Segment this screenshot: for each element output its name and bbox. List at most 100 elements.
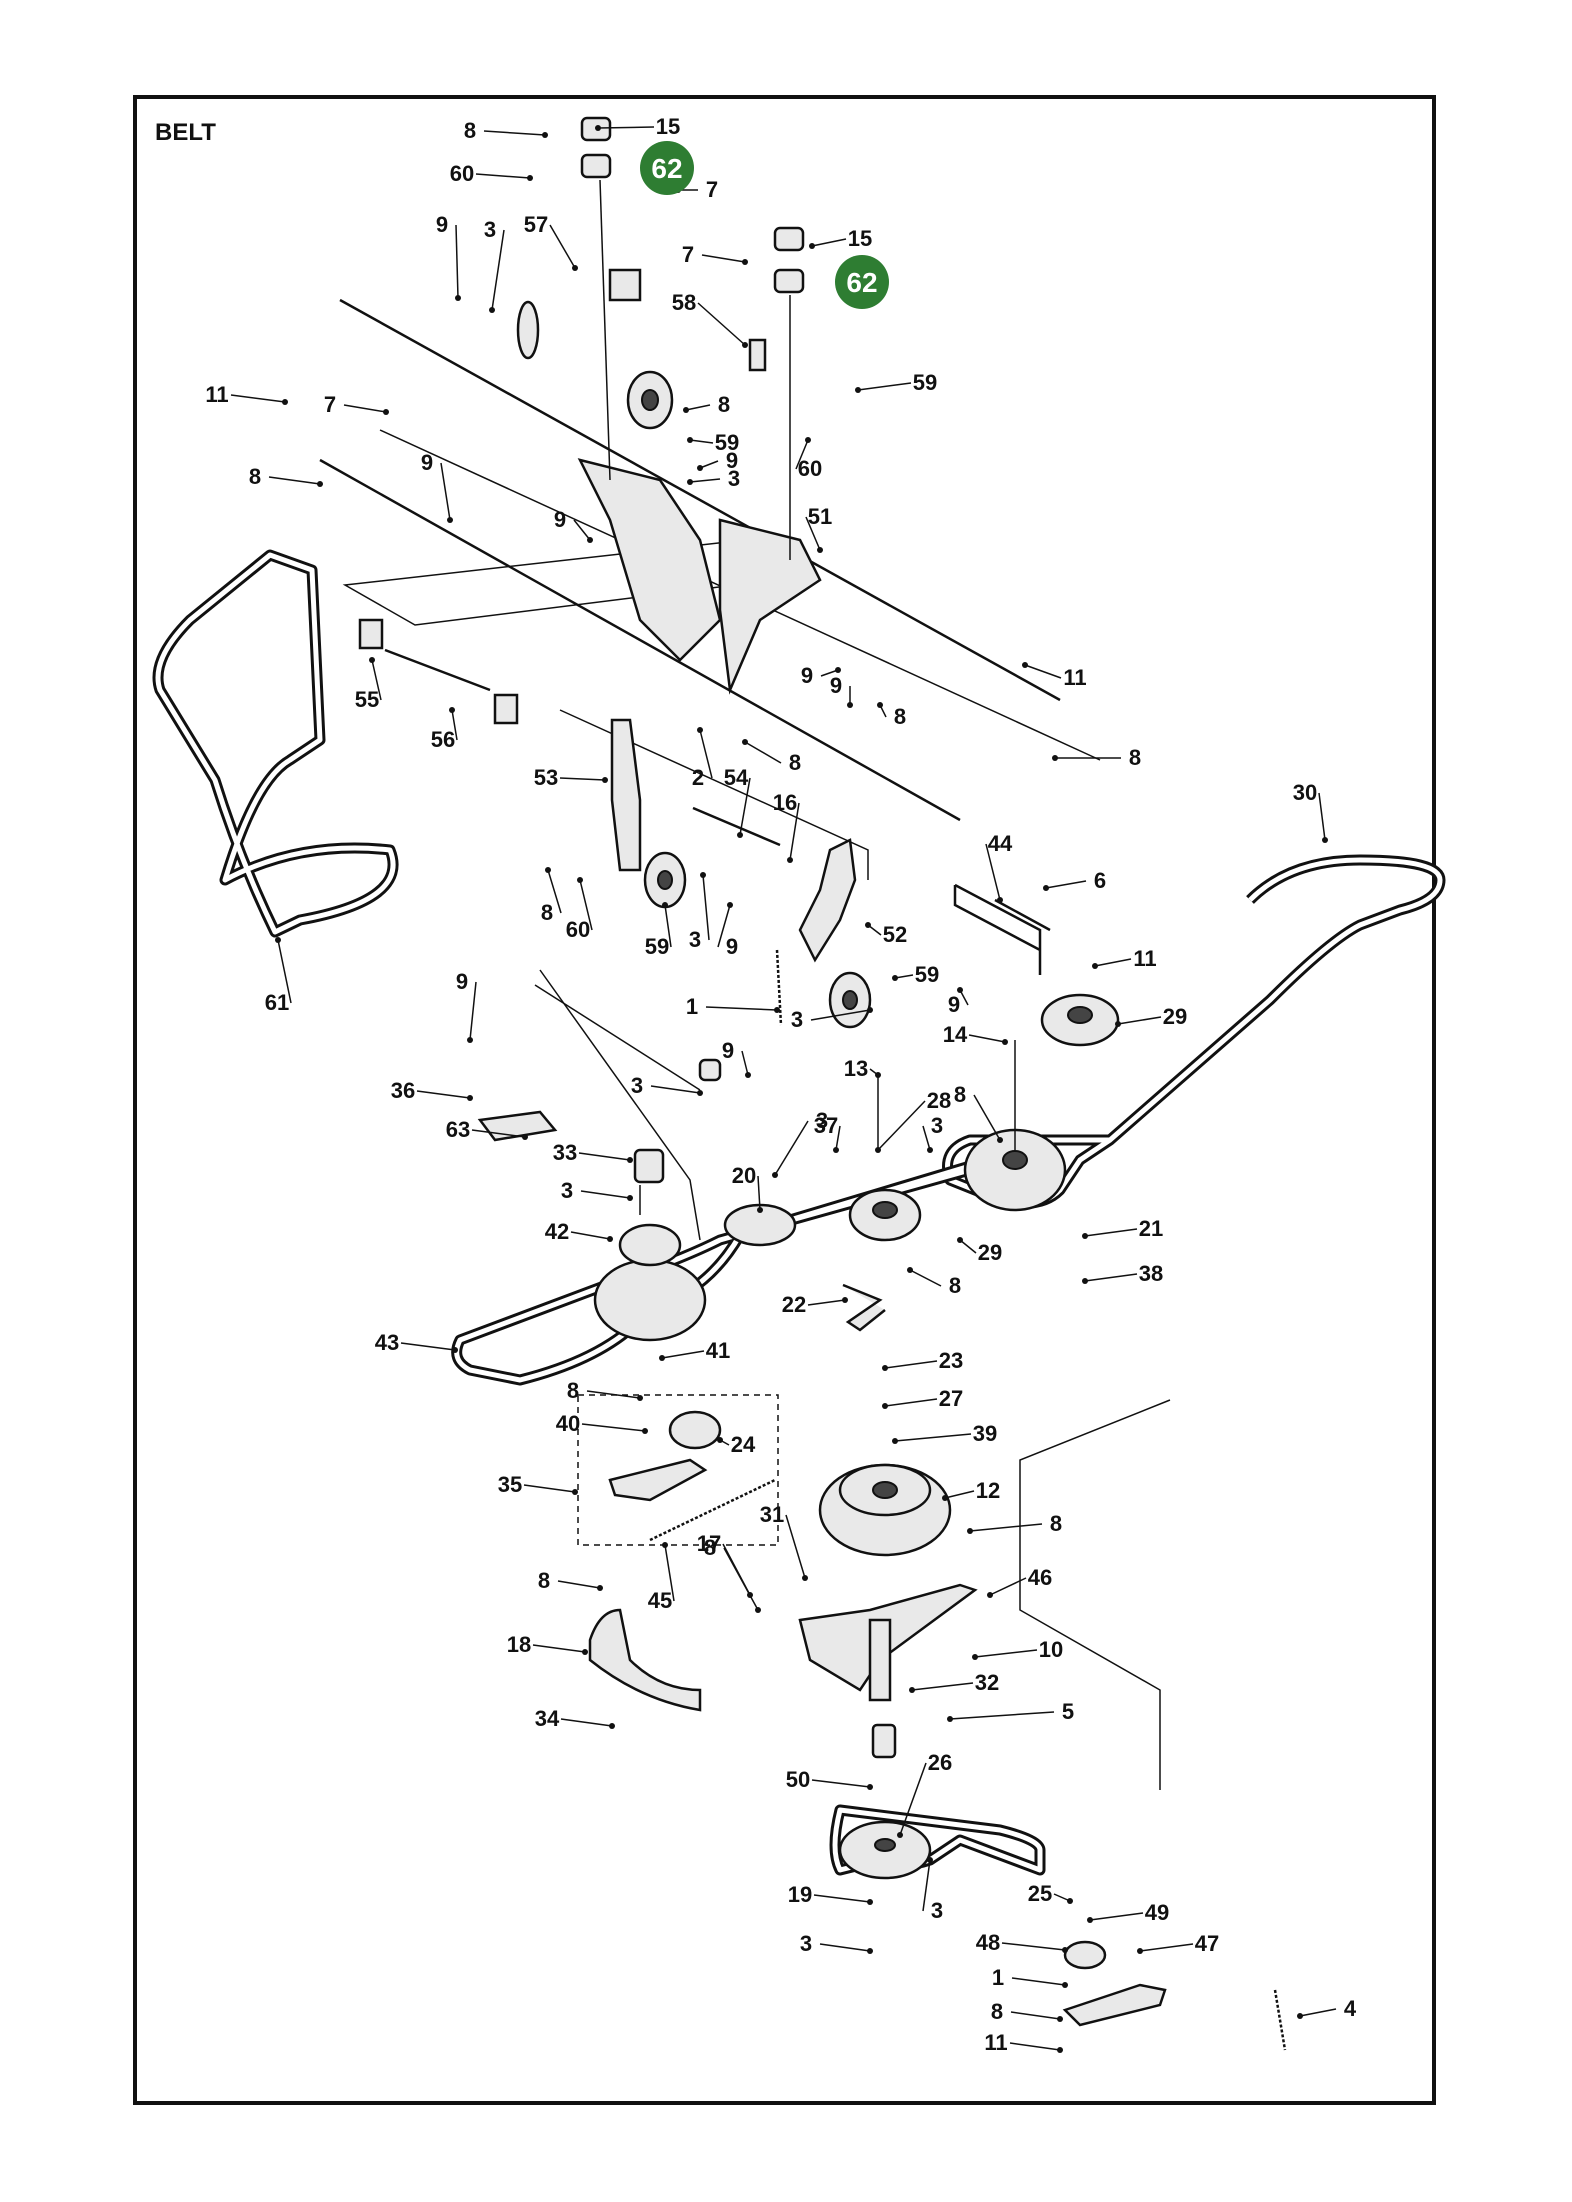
callout-61: 61 bbox=[265, 937, 292, 1015]
callout-label: 6 bbox=[1094, 868, 1106, 893]
leader-end bbox=[957, 1237, 963, 1243]
callout-label: 47 bbox=[1195, 1931, 1219, 1956]
callout-label: 29 bbox=[1163, 1004, 1187, 1029]
callout-8: 8 bbox=[991, 1999, 1063, 2024]
callout-label: 3 bbox=[631, 1073, 643, 1098]
callout-label: 41 bbox=[706, 1338, 730, 1363]
leader-line bbox=[805, 516, 821, 551]
leader-line bbox=[810, 1009, 871, 1021]
spring-46 bbox=[649, 1478, 776, 1542]
leader-line bbox=[699, 460, 719, 469]
leader-line bbox=[922, 1859, 931, 1912]
callout-label: 56 bbox=[431, 727, 455, 752]
leader-line bbox=[685, 404, 711, 411]
leader-end bbox=[867, 1007, 873, 1013]
guard-44 bbox=[953, 883, 1051, 975]
callout-label: 8 bbox=[894, 704, 906, 729]
idler-49 bbox=[1063, 1940, 1107, 1970]
leader-line bbox=[570, 1231, 611, 1240]
callout-37: 37 bbox=[814, 1113, 841, 1153]
callout-label: 35 bbox=[498, 1472, 522, 1497]
leader-line bbox=[922, 1125, 931, 1151]
leader-end bbox=[683, 407, 689, 413]
bracket-upper bbox=[577, 458, 722, 662]
leader-end bbox=[1043, 885, 1049, 891]
callout-label: 9 bbox=[436, 212, 448, 237]
callout-label: 28 bbox=[927, 1088, 951, 1113]
callout-10: 10 bbox=[972, 1637, 1063, 1662]
spring-1-upper bbox=[775, 949, 783, 1026]
arm-39 bbox=[608, 1458, 708, 1502]
callout-label: 15 bbox=[848, 226, 872, 251]
callout-label: 3 bbox=[791, 1007, 803, 1032]
leader-end bbox=[835, 667, 841, 673]
callout-16: 16 bbox=[773, 790, 800, 863]
callout-label: 23 bbox=[939, 1348, 963, 1373]
callout-36: 36 bbox=[391, 1078, 473, 1103]
callout-31: 31 bbox=[760, 1502, 808, 1581]
leader-end bbox=[833, 1147, 839, 1153]
callout-label: 30 bbox=[1293, 780, 1317, 805]
leader-line bbox=[723, 1547, 759, 1611]
arm-53 bbox=[610, 718, 642, 872]
leader-end bbox=[855, 387, 861, 393]
leader-line bbox=[475, 173, 531, 179]
callout-18: 18 bbox=[507, 1632, 588, 1657]
callout-label: 8 bbox=[1129, 745, 1141, 770]
highlight-badge-label: 62 bbox=[846, 267, 877, 298]
leader-end bbox=[317, 481, 323, 487]
callout-11: 11 bbox=[1092, 946, 1157, 971]
leader-end bbox=[892, 975, 898, 981]
callout-8: 8 bbox=[683, 392, 730, 417]
leader-end bbox=[455, 295, 461, 301]
bushing-15-right bbox=[773, 226, 805, 252]
leader-line bbox=[911, 1682, 974, 1691]
callout-3: 3 bbox=[791, 1007, 873, 1032]
shaft-54 bbox=[692, 806, 781, 847]
leader-end bbox=[572, 1489, 578, 1495]
leader-end bbox=[489, 307, 495, 313]
leader-end bbox=[867, 1784, 873, 1790]
callout-label: 8 bbox=[541, 900, 553, 925]
callout-label: 15 bbox=[656, 114, 680, 139]
leader-line bbox=[697, 302, 746, 346]
leader-line bbox=[597, 126, 655, 129]
leader-line bbox=[744, 741, 782, 764]
leader-line bbox=[268, 476, 321, 485]
callout-label: 31 bbox=[760, 1502, 784, 1527]
callout-label: 4 bbox=[1344, 1996, 1357, 2021]
leader-end bbox=[809, 243, 815, 249]
callout-label: 11 bbox=[205, 382, 228, 407]
callout-15: 15 bbox=[809, 226, 872, 251]
callout-label: 60 bbox=[566, 917, 590, 942]
leader-end bbox=[1022, 662, 1028, 668]
leader-end bbox=[867, 1899, 873, 1905]
callout-label: 60 bbox=[450, 161, 474, 186]
leader-line bbox=[1089, 1912, 1144, 1921]
callout-label: 8 bbox=[1050, 1511, 1062, 1536]
leader-end bbox=[907, 1267, 913, 1273]
leader-end bbox=[805, 437, 811, 443]
bushing-32 bbox=[871, 1723, 897, 1759]
highlight-callout-62: 62 bbox=[640, 141, 694, 195]
callout-label: 36 bbox=[391, 1078, 415, 1103]
leader-end bbox=[997, 1137, 1003, 1143]
callout-60: 60 bbox=[795, 437, 822, 481]
callout-label: 11 bbox=[984, 2030, 1007, 2055]
callout-label: 9 bbox=[726, 448, 738, 473]
callout-label: 3 bbox=[689, 927, 701, 952]
leader-end bbox=[802, 1575, 808, 1581]
leader-line bbox=[471, 1129, 526, 1138]
leader-line bbox=[578, 1152, 631, 1161]
leader-end bbox=[947, 1716, 953, 1722]
shaft-56 bbox=[384, 648, 491, 692]
callout-label: 38 bbox=[1139, 1261, 1163, 1286]
callout-label: 9 bbox=[726, 934, 738, 959]
callout-label: 48 bbox=[976, 1930, 1000, 1955]
callout-9: 9 bbox=[421, 450, 453, 523]
callout-3: 3 bbox=[772, 1108, 828, 1178]
callout-1: 1 bbox=[686, 994, 780, 1019]
callout-11: 11 bbox=[205, 382, 288, 407]
leader-end bbox=[1087, 1917, 1093, 1923]
leader-end bbox=[369, 657, 375, 663]
